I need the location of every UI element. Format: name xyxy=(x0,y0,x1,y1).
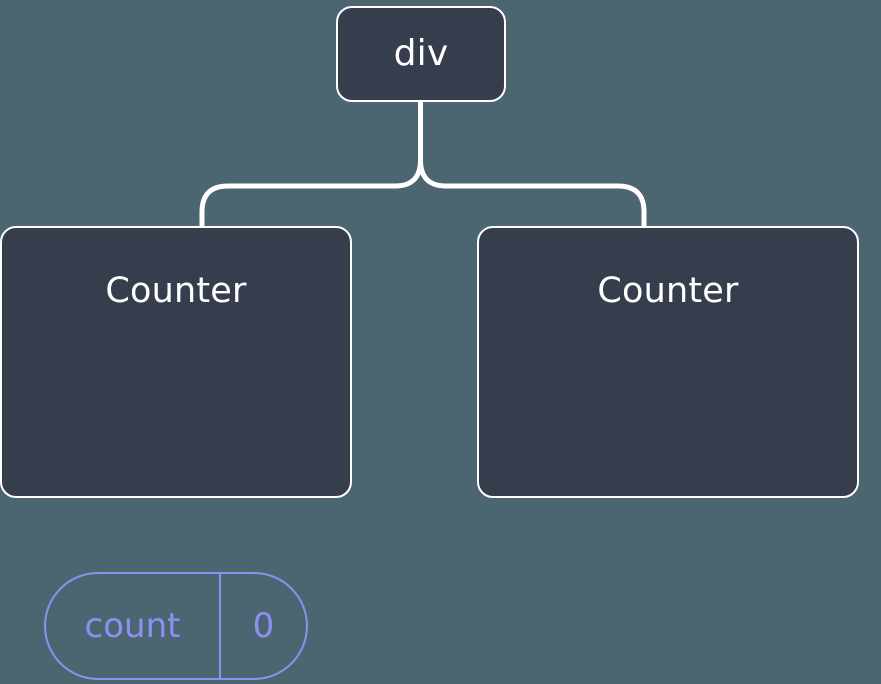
diagram-canvas: div Counter count 0 Counter count 1 xyxy=(0,6,859,680)
connector-to-right-child xyxy=(418,99,647,229)
state-pill-left[interactable]: count 0 xyxy=(44,572,308,680)
node-counter-right[interactable]: Counter count 1 xyxy=(477,226,859,498)
state-value-left: 0 xyxy=(219,574,306,678)
node-counter-left[interactable]: Counter count 0 xyxy=(0,226,352,680)
connector-to-left-child xyxy=(199,99,423,229)
node-div-label: div xyxy=(393,33,449,74)
state-pill-left-body: count 0 xyxy=(44,572,308,680)
node-counter-left-label: Counter xyxy=(105,271,247,311)
state-key-left: count xyxy=(84,606,181,646)
node-counter-right-label: Counter xyxy=(597,271,739,311)
node-div[interactable]: div xyxy=(336,6,506,102)
